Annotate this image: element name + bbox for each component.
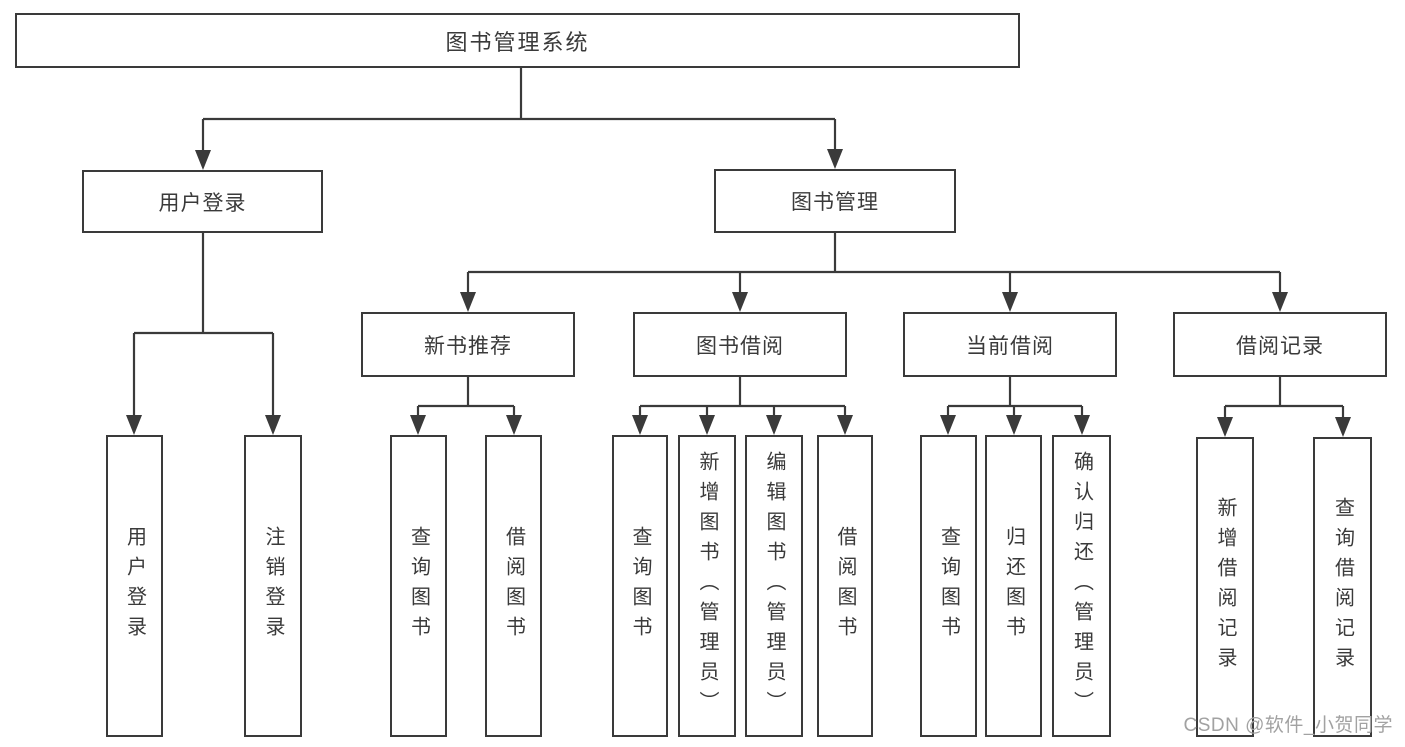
node-current-borrowing: 当前借阅 bbox=[903, 312, 1117, 377]
csdn-watermark: CSDN @软件_小贺同学 bbox=[1183, 715, 1393, 736]
node-library-management-system: 图书管理系统 bbox=[15, 13, 1020, 68]
leaf-query-books-current: 查询图书 bbox=[920, 435, 977, 737]
leaf-query-books-recommend: 查询图书 bbox=[390, 435, 447, 737]
node-user-login: 用户登录 bbox=[82, 170, 323, 233]
node-borrowing-records: 借阅记录 bbox=[1173, 312, 1387, 377]
leaf-logout: 注销登录 bbox=[244, 435, 302, 737]
leaf-user-login: 用户登录 bbox=[106, 435, 163, 737]
leaf-query-books-borrowing: 查询图书 bbox=[612, 435, 668, 737]
node-book-borrowing: 图书借阅 bbox=[633, 312, 847, 377]
node-new-book-recommendation: 新书推荐 bbox=[361, 312, 575, 377]
leaf-return-book: 归还图书 bbox=[985, 435, 1042, 737]
leaf-edit-book-admin: 编辑图书（管理员） bbox=[745, 435, 803, 737]
leaf-add-book-admin: 新增图书（管理员） bbox=[678, 435, 736, 737]
leaf-confirm-return-admin: 确认归还（管理员） bbox=[1052, 435, 1111, 737]
leaf-borrow-books-borrowing: 借阅图书 bbox=[817, 435, 873, 737]
node-book-management: 图书管理 bbox=[714, 169, 956, 233]
leaf-add-borrow-record: 新增借阅记录 bbox=[1196, 437, 1254, 737]
leaf-borrow-books-recommend: 借阅图书 bbox=[485, 435, 542, 737]
leaf-query-borrow-record: 查询借阅记录 bbox=[1313, 437, 1372, 737]
